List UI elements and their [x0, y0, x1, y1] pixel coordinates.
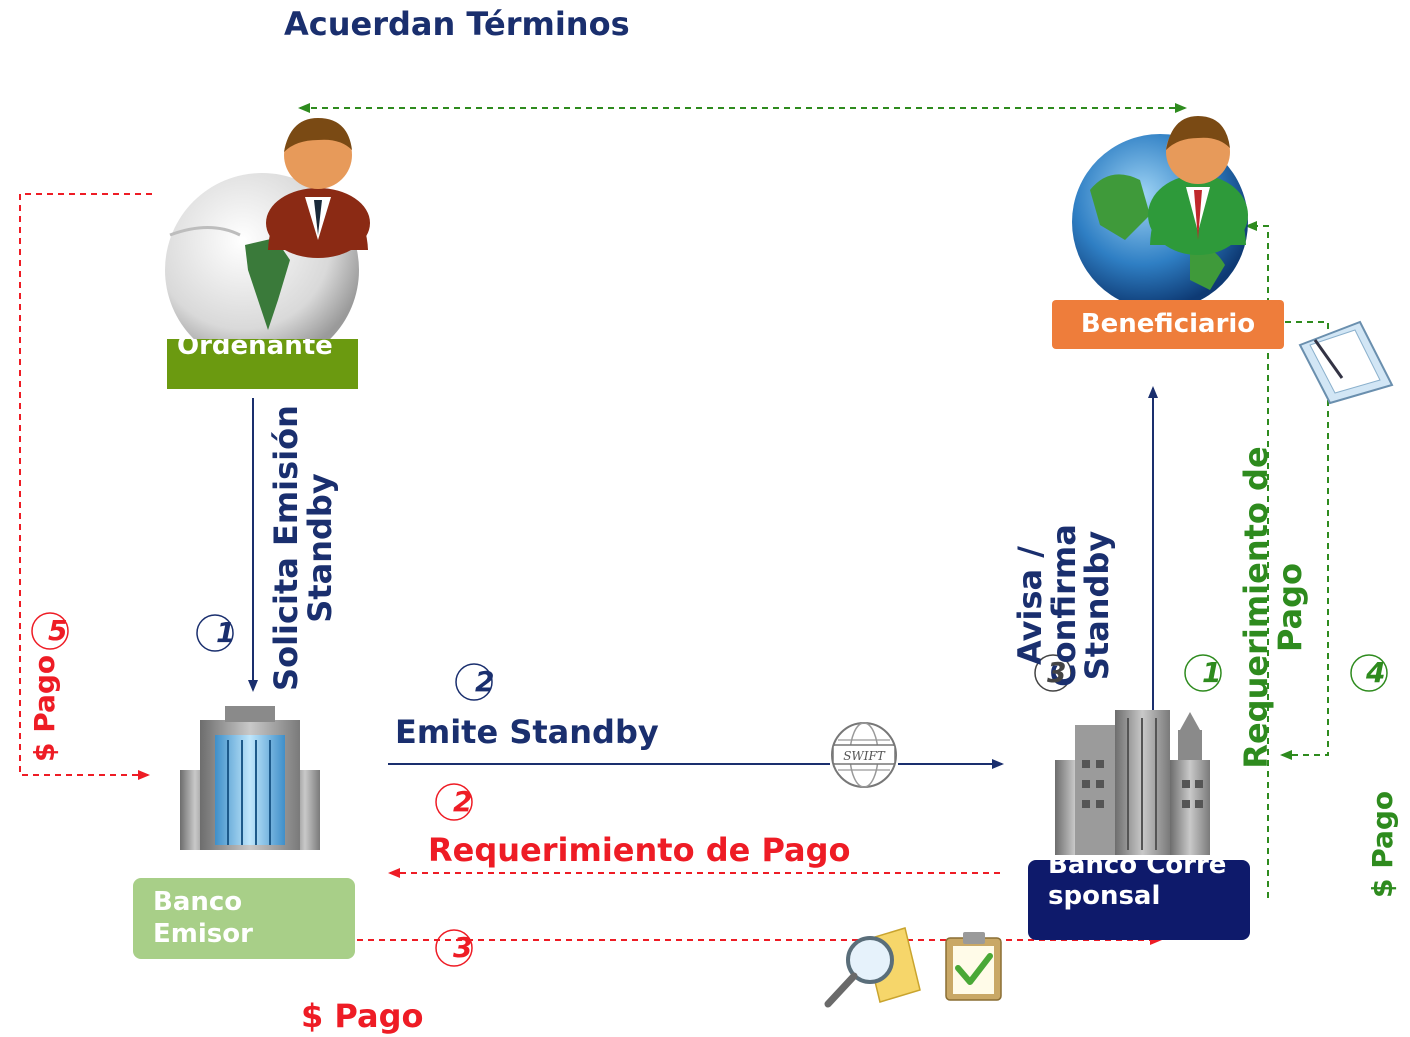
step-2-emite-circle — [455, 663, 493, 701]
step-5-circle — [31, 612, 69, 650]
step-1-right-circle — [1184, 654, 1222, 692]
requerimiento-benef-label: Requerimiento de Pago — [1237, 440, 1309, 775]
ordenante-label: Ordenante — [177, 339, 333, 361]
pago-right-label: $ Pago — [1366, 790, 1399, 898]
document-pen-icon — [1298, 320, 1394, 405]
pago-bottom-label: $ Pago — [301, 997, 424, 1035]
requerimiento-benef-text: Requerimiento de Pago — [1237, 446, 1309, 769]
swift-logo-icon: SWIFT — [831, 722, 897, 788]
step-1-left-circle — [196, 614, 234, 652]
step-1-left-number: 1 — [216, 616, 236, 649]
step-2-emite-number: 2 — [475, 665, 495, 698]
beneficiario-box: Beneficiario — [1052, 300, 1284, 349]
ordenante-box: Ordenante — [167, 339, 358, 389]
magnifier-document-icon — [824, 927, 921, 1008]
clipboard-check-icon — [945, 932, 1002, 1001]
pago-left-line — [19, 193, 152, 780]
swift-logo-text: SWIFT — [843, 749, 886, 763]
banco-corresponsal-label: Banco Corresponsal — [1048, 860, 1227, 911]
step-circles — [31, 612, 1388, 967]
pago-right-line — [1280, 321, 1329, 760]
banco-emisor-box: Banco Emisor — [133, 878, 355, 959]
step-2-req-circle — [435, 783, 473, 821]
step-4-circle — [1350, 654, 1388, 692]
banco-emisor-label: Banco Emisor — [153, 887, 253, 949]
ordenante-person-globe-icon — [165, 118, 370, 367]
step-1-right-number: 1 — [1202, 656, 1222, 689]
solicita-emision-label: Solicita Emisión Standby — [267, 398, 339, 698]
banco-corresponsal-city-buildings-icon — [1055, 710, 1210, 855]
banco-emisor-building-icon — [180, 706, 320, 850]
requerimiento-pago-label: Requerimiento de Pago — [428, 831, 851, 869]
pago-right-text: $ Pago — [1366, 790, 1399, 898]
step-5-number: 5 — [48, 614, 68, 647]
banco-corresponsal-box: Banco Corresponsal — [1028, 860, 1250, 940]
step-3-avisa-number: 3 — [1047, 656, 1067, 689]
step-4-number: 4 — [1366, 656, 1386, 689]
emite-standby-label: Emite Standby — [395, 713, 659, 751]
pago-left-text: $ Pago — [28, 654, 61, 762]
step-3-pago-number: 3 — [453, 931, 473, 964]
solicita-emision-text: Solicita Emisión Standby — [267, 405, 339, 691]
beneficiario-label: Beneficiario — [1080, 309, 1256, 339]
beneficiario-person-globe-icon — [1072, 116, 1248, 310]
step-3-avisa-circle — [1034, 654, 1072, 692]
diagram-title: Acuerdan Términos — [284, 5, 630, 43]
step-2-req-number: 2 — [453, 785, 473, 818]
requerimiento-benef-line — [1245, 221, 1269, 898]
pago-left-label: $ Pago — [28, 654, 61, 762]
step-3-pago-circle — [435, 929, 473, 967]
